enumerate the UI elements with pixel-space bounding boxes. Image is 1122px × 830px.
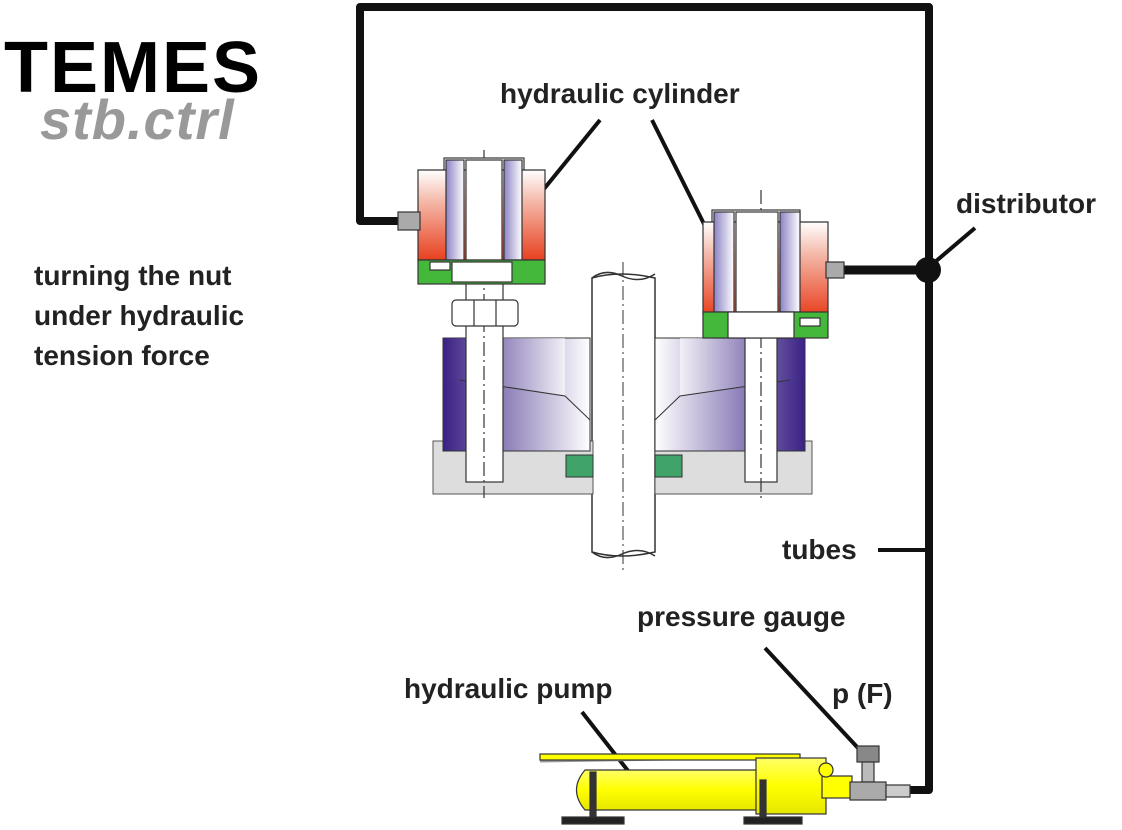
shaft xyxy=(591,262,656,570)
description-line: tension force xyxy=(34,340,210,371)
tube-top-loop xyxy=(356,3,933,794)
description-text: turning the nut under hydraulic tension … xyxy=(34,256,354,376)
seal-right xyxy=(654,454,683,478)
seal-left xyxy=(565,454,594,478)
nut-left xyxy=(451,299,519,327)
pump-foot-left xyxy=(561,816,625,825)
pump-foot-right xyxy=(743,816,803,825)
label-pressure-gauge: pressure gauge xyxy=(637,601,846,632)
flange-left xyxy=(442,337,591,452)
leader-distributor xyxy=(933,226,977,264)
pump-valve-knob xyxy=(818,762,834,778)
leader-gauge xyxy=(763,646,860,750)
leader-cylinder-right xyxy=(650,119,714,241)
brand-tagline: stb.ctrl xyxy=(40,88,235,151)
tube-network xyxy=(356,3,934,794)
flange-right xyxy=(654,337,806,452)
label-hydraulic-cylinder: hydraulic cylinder xyxy=(500,78,740,109)
label-distributor: distributor xyxy=(956,188,1096,219)
cylinder-left-port xyxy=(397,211,421,231)
hydraulic-pump xyxy=(539,753,853,825)
label-pressure-value: p (F) xyxy=(832,678,893,709)
distributor-junction xyxy=(915,257,941,283)
label-hydraulic-pump: hydraulic pump xyxy=(404,673,613,704)
pressure-gauge xyxy=(849,745,911,801)
description-line: turning the nut xyxy=(34,260,232,291)
label-tubes: tubes xyxy=(782,534,857,565)
cylinder-right xyxy=(702,209,845,339)
cylinder-right-port xyxy=(825,261,845,279)
description-line: under hydraulic xyxy=(34,300,245,331)
leader-cylinder-left xyxy=(533,118,602,202)
brand-name: TEMES xyxy=(4,28,263,108)
leader-lines xyxy=(533,118,977,792)
cylinder-left xyxy=(397,157,546,285)
